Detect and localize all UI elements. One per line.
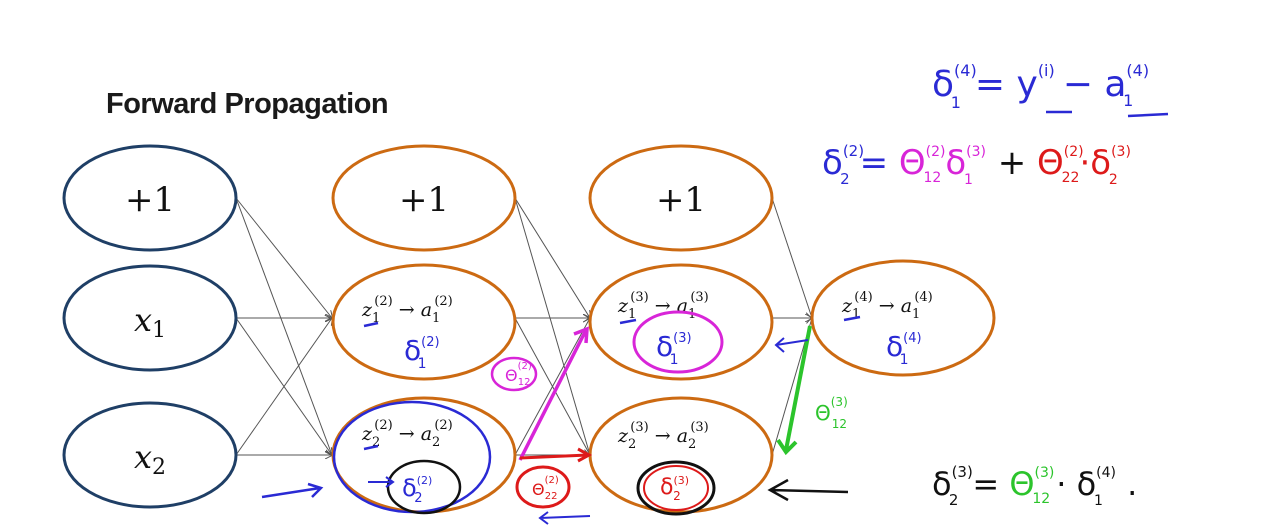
l4-node-1 <box>810 259 996 377</box>
edge <box>235 197 332 455</box>
l3-node-2 <box>588 396 774 514</box>
theta-12-3-label: Θ(3)12 <box>815 395 848 431</box>
equation-3: δ(3)2= Θ(3)12· δ(4)1 . <box>932 463 1137 509</box>
edge <box>514 318 590 456</box>
magenta-arrow <box>518 326 589 461</box>
l3-bias-node <box>588 144 774 252</box>
red-circle-mark <box>643 465 709 511</box>
edge <box>514 197 590 318</box>
page-title: Forward Propagation <box>106 88 389 120</box>
hidden-layer-2: +1 z1(2) → a1(2) δ(2)1 z2(2) → a2(2) δ(2… <box>331 144 517 515</box>
l2-node-1 <box>331 263 517 381</box>
equation-1: δ(4)1= y(i)− a(4)1 <box>932 61 1149 112</box>
edge <box>771 197 812 318</box>
input-x2-node <box>62 401 238 509</box>
theta-22-2-label: Θ(2)22 <box>532 475 559 502</box>
underline-mark <box>363 444 379 451</box>
input-layer: +1 x1 x2 <box>62 144 238 509</box>
black-circle-mark <box>386 459 462 515</box>
theta-12-2-circle <box>490 356 538 392</box>
input-bias-label: +1 <box>125 180 175 220</box>
l2-bias-node <box>331 144 517 252</box>
input-bias-node <box>62 144 238 252</box>
hidden-layer-3: +1 z1(3) → a1(3) δ(3)1 z2(3) → a2(3) δ(3… <box>588 144 774 516</box>
blue-left-arrow <box>261 482 324 499</box>
output-layer: z1(4) → a1(4) δ(4)1 <box>810 259 996 377</box>
connections <box>235 197 812 456</box>
underline-mark <box>363 321 379 328</box>
edge <box>235 197 332 318</box>
l3-node-1 <box>588 263 774 381</box>
magenta-circle-mark <box>632 310 724 374</box>
green-arrow <box>776 325 812 456</box>
theta-12-2-label: Θ(2)12 <box>505 361 532 388</box>
underline-mark <box>843 315 861 322</box>
red-arrow <box>519 447 593 463</box>
theta-22-2-circle <box>515 465 571 509</box>
edge <box>235 318 332 456</box>
blue-small-arrow <box>774 337 809 353</box>
blue-back-arrow <box>538 511 591 525</box>
input-x1-node <box>62 264 238 372</box>
edge <box>514 197 590 455</box>
l3-n2-activation: z2(3) → a2(3) <box>617 420 709 452</box>
black-circle-mark <box>636 460 716 516</box>
underline-mark <box>1127 112 1169 118</box>
underline-mark <box>619 318 637 325</box>
arrow-icon <box>368 476 395 488</box>
black-arrow <box>767 478 849 502</box>
l2-bias-label: +1 <box>399 180 449 220</box>
l3-bias-label: +1 <box>656 180 706 220</box>
